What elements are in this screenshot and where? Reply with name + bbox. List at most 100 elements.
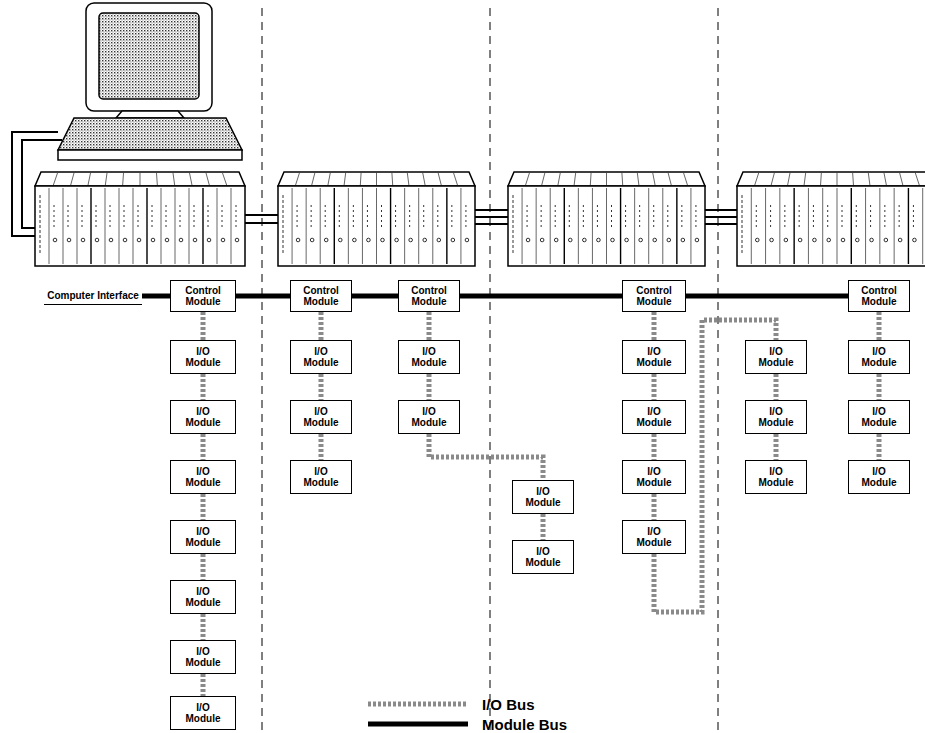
io-bus <box>877 312 882 340</box>
io-module-box: I/O Module <box>622 340 686 374</box>
module-bus <box>142 294 170 299</box>
module-bus <box>352 294 398 299</box>
io-module-box: I/O Module <box>290 460 352 494</box>
io-bus <box>427 374 432 400</box>
io-module-box: I/O Module <box>622 460 686 494</box>
io-bus <box>319 312 324 340</box>
io-bus <box>877 434 882 460</box>
io-module-box: I/O Module <box>848 460 910 494</box>
io-module-box: I/O Module <box>512 480 574 514</box>
module-bus <box>686 294 848 299</box>
io-module-box: I/O Module <box>170 400 236 434</box>
legend-row: Module Bus <box>368 714 567 733</box>
module-label: I/O Module <box>633 466 675 488</box>
module-label: I/O Module <box>858 466 900 488</box>
io-module-box: I/O Module <box>170 580 236 614</box>
io-bus <box>652 312 657 340</box>
module-label: Control Module <box>631 285 677 307</box>
module-label: I/O Module <box>522 486 564 508</box>
rack-enclosure <box>737 172 925 266</box>
module-label: I/O Module <box>408 406 450 428</box>
io-bus <box>319 374 324 400</box>
module-label: I/O Module <box>300 346 342 368</box>
equipment-rack <box>35 172 925 266</box>
io-bus <box>652 434 657 460</box>
io-module-box: I/O Module <box>745 340 807 374</box>
module-label: I/O Module <box>182 586 224 608</box>
interface-box: Computer Interface <box>44 287 142 305</box>
io-bus <box>429 434 543 480</box>
io-bus-sample <box>368 698 468 710</box>
rack-cable <box>245 210 737 224</box>
io-module-box: I/O Module <box>622 400 686 434</box>
rack-enclosure <box>508 172 705 266</box>
rack-enclosure <box>278 172 475 266</box>
io-module-box: I/O Module <box>170 696 236 730</box>
control-module-box: Control Module <box>290 280 352 312</box>
io-bus <box>201 674 206 696</box>
io-module-box: I/O Module <box>290 340 352 374</box>
module-bus <box>236 294 290 299</box>
io-bus <box>201 312 206 340</box>
module-label: I/O Module <box>300 406 342 428</box>
io-module-box: I/O Module <box>170 520 236 554</box>
io-bus <box>319 434 324 460</box>
module-label: I/O Module <box>858 406 900 428</box>
module-label: I/O Module <box>408 346 450 368</box>
legend-label: I/O Bus <box>482 696 535 713</box>
io-bus <box>201 374 206 400</box>
legend-label: Module Bus <box>482 716 567 733</box>
io-module-box: I/O Module <box>745 400 807 434</box>
legend-row: I/O Bus <box>368 694 567 714</box>
io-module-box: I/O Module <box>848 340 910 374</box>
control-module-box: Control Module <box>848 280 910 312</box>
io-bus <box>201 434 206 460</box>
section-divider <box>262 8 718 733</box>
io-module-box: I/O Module <box>398 340 460 374</box>
io-bus <box>427 312 432 340</box>
io-bus <box>774 434 779 460</box>
io-module-box: I/O Module <box>170 640 236 674</box>
module-label: I/O Module <box>182 346 224 368</box>
io-bus <box>201 494 206 520</box>
module-label: I/O Module <box>755 346 797 368</box>
io-module-box: I/O Module <box>848 400 910 434</box>
legend: I/O BusModule Bus <box>368 694 567 733</box>
io-bus <box>201 554 206 580</box>
io-bus <box>774 374 779 400</box>
io-bus <box>201 614 206 640</box>
module-bus-sample <box>368 718 468 730</box>
module-label: I/O Module <box>182 702 224 724</box>
module-label: I/O Module <box>633 526 675 548</box>
module-label: I/O Module <box>755 466 797 488</box>
module-label: Computer Interface <box>47 290 139 301</box>
module-label: I/O Module <box>182 526 224 548</box>
module-label: I/O Module <box>182 406 224 428</box>
module-label: Control Module <box>180 285 226 307</box>
module-label: I/O Module <box>182 646 224 668</box>
module-bus <box>460 294 622 299</box>
control-module-box: Control Module <box>398 280 460 312</box>
control-module-box: Control Module <box>170 280 236 312</box>
module-label: Control Module <box>856 285 902 307</box>
control-module-box: Control Module <box>622 280 686 312</box>
io-bus <box>652 494 657 520</box>
module-label: I/O Module <box>858 346 900 368</box>
rack-enclosure <box>35 172 245 266</box>
io-module-box: I/O Module <box>290 400 352 434</box>
io-module-box: I/O Module <box>170 460 236 494</box>
module-label: I/O Module <box>633 346 675 368</box>
module-label: Control Module <box>406 285 452 307</box>
io-module-box: I/O Module <box>170 340 236 374</box>
io-module-box: I/O Module <box>622 520 686 554</box>
io-bus <box>652 374 657 400</box>
io-module-box: I/O Module <box>398 400 460 434</box>
io-bus <box>541 514 546 540</box>
io-module-box: I/O Module <box>745 460 807 494</box>
module-label: I/O Module <box>300 466 342 488</box>
module-label: Control Module <box>298 285 344 307</box>
io-module-box: I/O Module <box>512 540 574 574</box>
module-label: I/O Module <box>755 406 797 428</box>
module-label: I/O Module <box>633 406 675 428</box>
